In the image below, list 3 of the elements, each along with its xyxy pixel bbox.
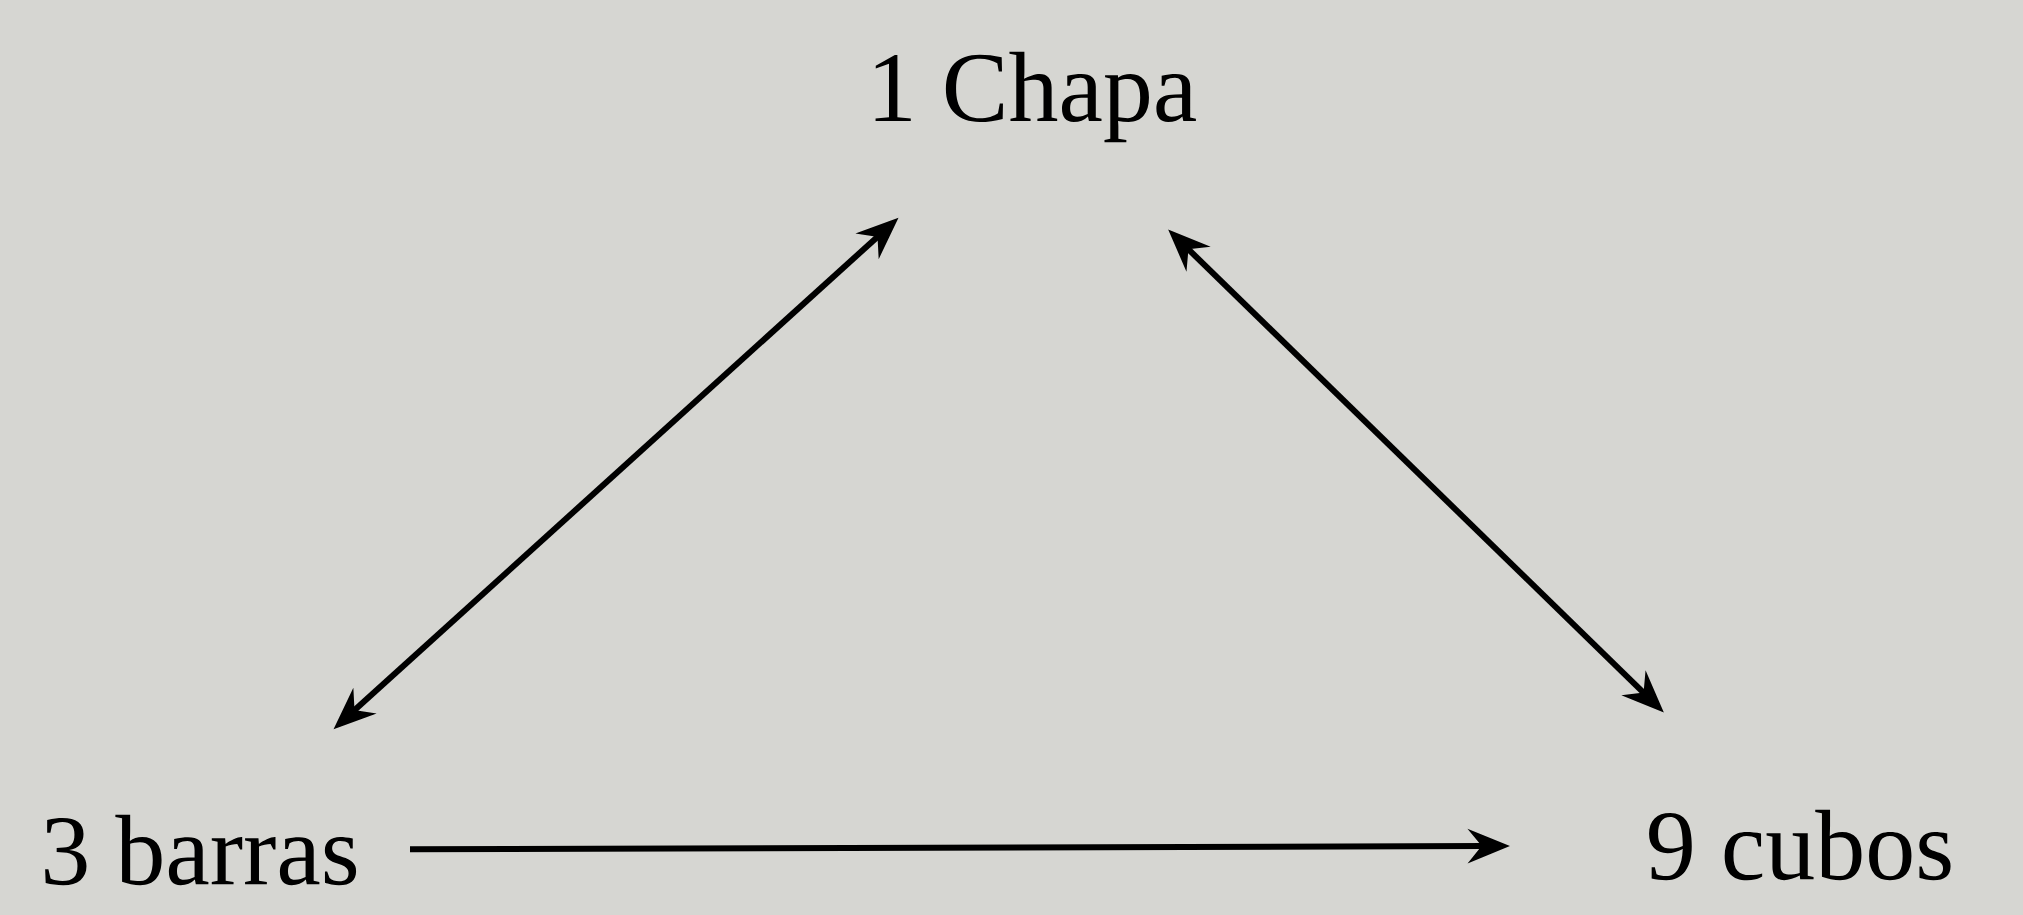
node-label: 3 barras: [45, 814, 357, 886]
node-label: 9 cubos: [1649, 809, 1951, 881]
node-label: 1 Chapa: [875, 51, 1196, 143]
